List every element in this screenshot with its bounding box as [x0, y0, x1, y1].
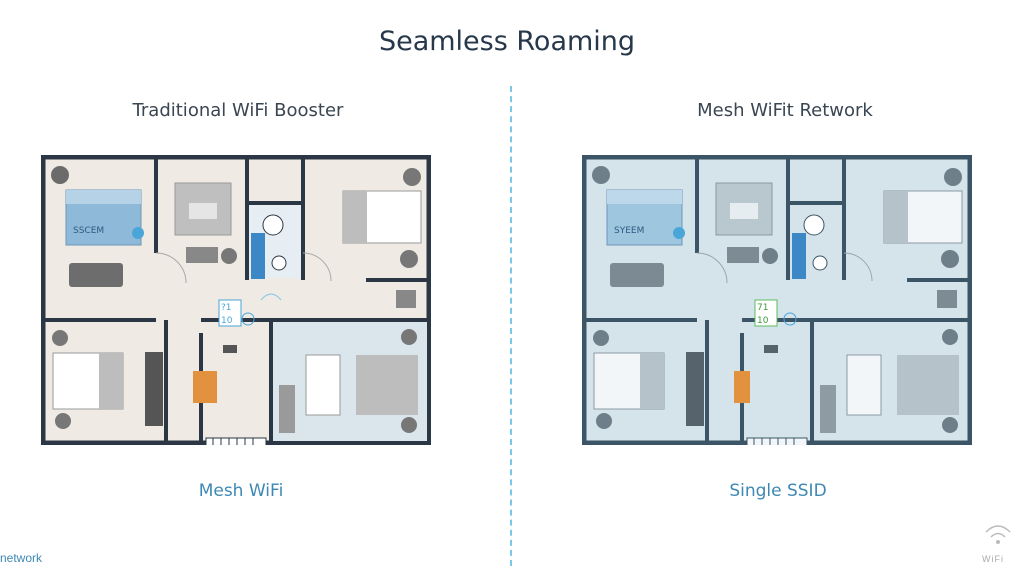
right-panel-heading: Mesh WiFit Retwork — [697, 100, 873, 121]
svg-text:?1: ?1 — [221, 303, 232, 313]
bed-label: SSCEM — [73, 226, 104, 236]
left-floor-plan: SSCEM ?1 10 — [41, 155, 431, 445]
bed-label: SYEEM — [614, 226, 644, 236]
svg-text:71: 71 — [757, 303, 768, 313]
footer-right-text: WiFi — [982, 554, 1004, 564]
footer-left-text: network — [0, 551, 43, 565]
left-caption: Mesh WiFi — [198, 481, 284, 501]
svg-text:10: 10 — [221, 316, 233, 326]
svg-text:10: 10 — [757, 316, 769, 326]
interior-walls — [584, 157, 970, 443]
interior-walls — [43, 157, 429, 443]
page-title: Seamless Roaming — [378, 26, 636, 57]
left-panel-heading: Traditional WiFi Booster — [132, 100, 344, 121]
mesh-node-icon — [754, 299, 778, 327]
wifi-logo: WiFi — [972, 514, 1024, 574]
panel-divider — [510, 86, 512, 566]
wifi-router-icon — [218, 299, 242, 327]
right-floor-plan: SYEEM 71 10 — [582, 155, 972, 445]
right-caption: Single SSID — [729, 481, 827, 501]
wifi-icon — [985, 525, 1011, 544]
